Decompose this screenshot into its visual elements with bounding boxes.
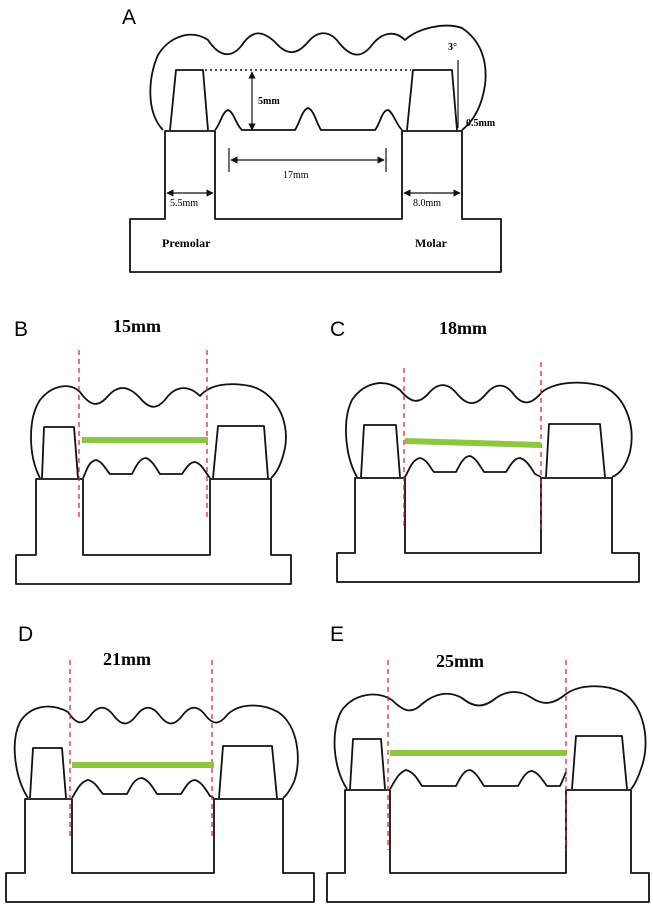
panel-b-letter: B	[14, 318, 28, 341]
panel-a-molar-abutment	[406, 69, 458, 131]
panel-b: B 15mm	[14, 316, 292, 585]
panel-d: D 21mm	[5, 623, 315, 903]
panel-d-letter: D	[18, 623, 33, 646]
panel-a-premolar-label: Premolar	[162, 236, 211, 250]
panel-b-base	[15, 478, 292, 585]
panel-b-pontic-underside	[82, 457, 211, 479]
panel-a-bridge-outline	[149, 24, 487, 131]
panel-d-pontic-underside	[71, 777, 215, 799]
panel-e-premolar-abutment	[349, 738, 386, 790]
panel-c-bridge-outline	[345, 381, 633, 478]
panel-a-letter: A	[122, 6, 136, 29]
panel-c-base	[336, 477, 640, 583]
panel-c-letter: C	[330, 318, 345, 341]
panel-a-span-label: 17mm	[283, 170, 309, 181]
panel-a-premolar-width-label: 5.5mm	[170, 198, 198, 209]
panel-c-premolar-abutment	[360, 424, 401, 478]
panel-a-pontic-underside	[214, 107, 403, 131]
panel-a: A 5mm 3° 0.5mm 17mm 5.5mm 8.0mm Premolar	[122, 6, 502, 273]
panel-a-angle-label: 3°	[448, 42, 457, 53]
panel-d-premolar-abutment	[29, 747, 67, 799]
panel-e: E 25mm	[326, 623, 650, 903]
panel-e-pontic-underside	[389, 769, 567, 790]
panel-b-bridge-outline	[30, 383, 287, 479]
panel-e-span-label: 25mm	[436, 651, 484, 671]
panel-b-span-label: 15mm	[113, 316, 161, 336]
panel-a-height-label: 5mm	[258, 96, 280, 107]
panel-c-span-label: 18mm	[439, 318, 487, 338]
panel-e-molar-abutment	[571, 735, 628, 790]
panel-c-molar-abutment	[545, 423, 606, 478]
panel-d-base	[5, 798, 315, 903]
panel-a-molar-label: Molar	[415, 236, 448, 250]
panel-a-premolar-abutment	[169, 69, 209, 131]
panel-d-span-label: 21mm	[103, 649, 151, 669]
panel-e-letter: E	[330, 623, 344, 646]
panel-d-molar-abutment	[218, 745, 278, 799]
panel-e-bridge-outline	[333, 685, 647, 790]
panel-c-fiber-bar	[404, 438, 542, 448]
panel-a-shoulder-label: 0.5mm	[466, 118, 496, 129]
panel-a-molar-width-label: 8.0mm	[413, 198, 441, 209]
panel-b-molar-abutment	[212, 425, 269, 479]
panel-c: C 18mm	[330, 318, 640, 583]
panel-e-base	[326, 789, 650, 903]
panel-d-bridge-outline	[13, 704, 299, 799]
panel-a-base	[129, 130, 502, 273]
panel-b-premolar-abutment	[41, 426, 79, 479]
panel-c-pontic-underside	[404, 455, 542, 478]
